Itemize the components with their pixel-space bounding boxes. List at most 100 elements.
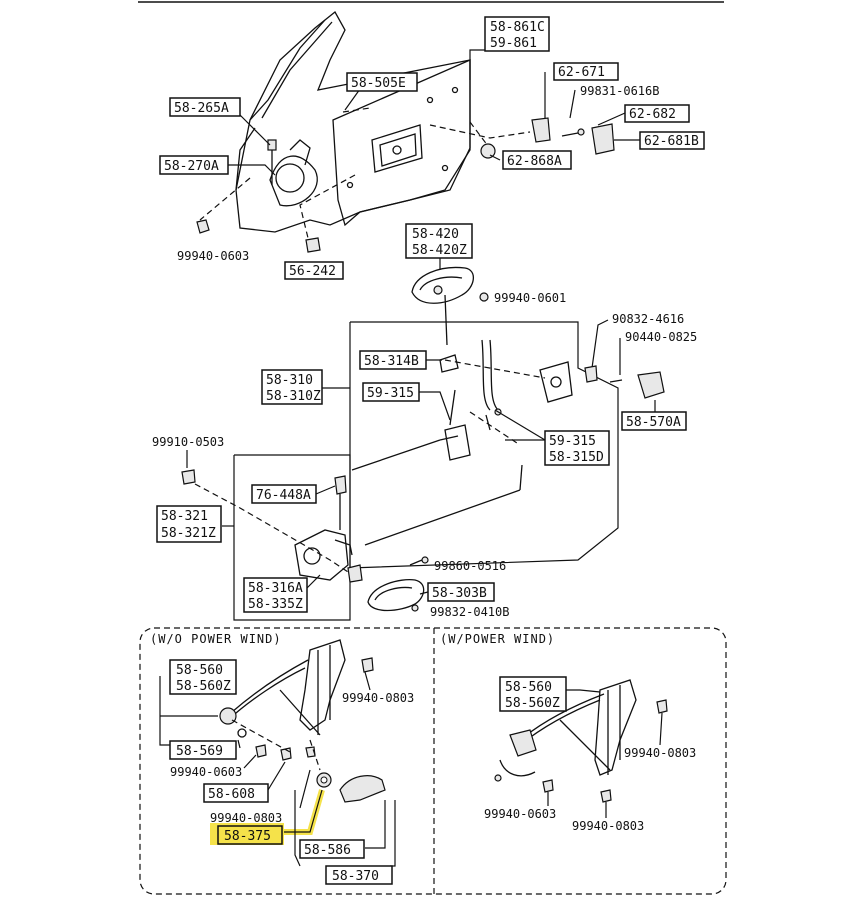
leader-line	[364, 671, 371, 691]
nut-part	[255, 744, 267, 758]
leader-line	[299, 769, 311, 809]
leader-line	[365, 800, 386, 849]
part-number-58-569: 58-569	[176, 744, 223, 759]
part-number-99940-0803: 99940-0803	[342, 691, 414, 705]
label-box-58-569	[169, 740, 237, 760]
screw-part	[561, 132, 579, 137]
latch-rods-drawing	[351, 339, 573, 546]
clip-part	[305, 237, 321, 253]
part-number-58-321Z: 58-321Z	[161, 526, 216, 541]
washer-part	[237, 728, 247, 738]
screw-part	[584, 365, 598, 383]
label-box-59-315-58-315D	[544, 430, 610, 466]
part-number-99831-0616B: 99831-0616B	[580, 84, 659, 98]
spacer-washer-hole	[320, 776, 328, 784]
inner-handle-part	[591, 123, 615, 155]
part-number-99940-0803: 99940-0803	[624, 746, 696, 760]
nut-part	[656, 699, 668, 714]
part-number-58-560Z: 58-560Z	[505, 696, 560, 711]
outer-handle-drawing	[411, 266, 489, 346]
highlight-58-375	[210, 823, 284, 845]
part-number-62-682: 62-682	[629, 107, 676, 122]
part-number-99940-0803: 99940-0803	[572, 819, 644, 833]
label-box-58-270A	[159, 155, 229, 175]
leader-line	[267, 761, 286, 791]
label-box-58-560	[169, 659, 237, 695]
leader-line	[243, 754, 257, 769]
leader-line	[569, 89, 576, 119]
lock-group-frame	[233, 454, 351, 621]
bolt-head	[421, 556, 429, 564]
part-number-58-560: 58-560	[176, 663, 223, 678]
leader-line	[159, 676, 170, 746]
part-number-58-505E: 58-505E	[351, 76, 406, 91]
leader-line	[315, 485, 336, 495]
part-number-62-868A: 62-868A	[507, 154, 562, 169]
dash-line	[309, 739, 321, 771]
label-box-58-314B	[359, 350, 427, 370]
leader-line	[419, 591, 429, 595]
dash-line	[199, 177, 251, 221]
dash-line	[444, 359, 546, 379]
label-box-62-681B	[639, 131, 705, 150]
nut-part	[196, 219, 210, 234]
part-number-58-315D: 58-315D	[549, 450, 604, 465]
escutcheon-drawing	[367, 579, 425, 612]
part-number-58-420Z: 58-420Z	[412, 243, 467, 258]
part-number-58-316A: 58-316A	[248, 581, 303, 596]
nut-part	[305, 746, 316, 758]
part-number-99940-0603: 99940-0603	[170, 765, 242, 779]
manual-regulator-drawing	[219, 639, 346, 736]
leader-line	[469, 49, 500, 80]
door-shell-drawing	[235, 11, 471, 233]
part-number-58-375: 58-375	[224, 829, 271, 844]
label-box-62-868A	[502, 150, 572, 170]
label-box-58-586	[299, 839, 365, 859]
dash-line	[231, 719, 291, 753]
part-number-99940-0603: 99940-0603	[484, 807, 556, 821]
part-number-59-315: 59-315	[549, 434, 596, 449]
part-number-58-370: 58-370	[332, 869, 379, 884]
label-box-58-321	[156, 505, 222, 543]
dash-line	[429, 124, 531, 139]
dash-line	[342, 107, 371, 113]
part-number-90832-4616: 90832-4616	[612, 312, 684, 326]
lock-cylinder-drawing	[294, 475, 363, 583]
part-number-56-242: 56-242	[289, 264, 336, 279]
label-box-62-682	[624, 104, 690, 123]
part-number-76-448A: 76-448A	[256, 488, 311, 503]
bolt-part	[409, 559, 423, 566]
label-box-58-265A	[169, 97, 241, 117]
part-number-58-586: 58-586	[304, 843, 351, 858]
grommet-part	[480, 143, 496, 159]
leader-line	[591, 319, 609, 369]
leader-line	[494, 409, 546, 441]
leader-line	[418, 391, 451, 421]
part-number-58-303B: 58-303B	[432, 586, 487, 601]
part-number-99940-0603: 99940-0603	[177, 249, 249, 263]
trim-panel-drawing	[332, 59, 471, 227]
part-number-99910-0503: 99910-0503	[152, 435, 224, 449]
leader-line	[294, 790, 301, 867]
leader-line	[565, 689, 601, 693]
dash-line	[299, 174, 356, 239]
part-number-90440-0825: 90440-0825	[625, 330, 697, 344]
part-number-58-560Z: 58-560Z	[176, 679, 231, 694]
part-number-58-321: 58-321	[161, 509, 208, 524]
part-number-99940-0601: 99940-0601	[494, 291, 566, 305]
label-box-58-310	[261, 369, 323, 405]
part-number-58-270A: 58-270A	[164, 159, 219, 174]
label-box-58-316A	[243, 577, 308, 613]
part-number-58-420: 58-420	[412, 227, 459, 242]
leader-line	[659, 712, 663, 746]
power-regulator-drawing	[494, 679, 637, 782]
nut-part	[600, 789, 612, 803]
bracket-part	[531, 117, 551, 143]
clip-part	[181, 469, 196, 485]
section-title-with-power-window: (W/POWER WIND)	[440, 632, 555, 646]
leader-line	[282, 789, 323, 833]
part-number-58-570A: 58-570A	[626, 415, 681, 430]
part-number-62-671: 62-671	[558, 65, 605, 80]
part-number-99832-0410B: 99832-0410B	[430, 605, 509, 619]
